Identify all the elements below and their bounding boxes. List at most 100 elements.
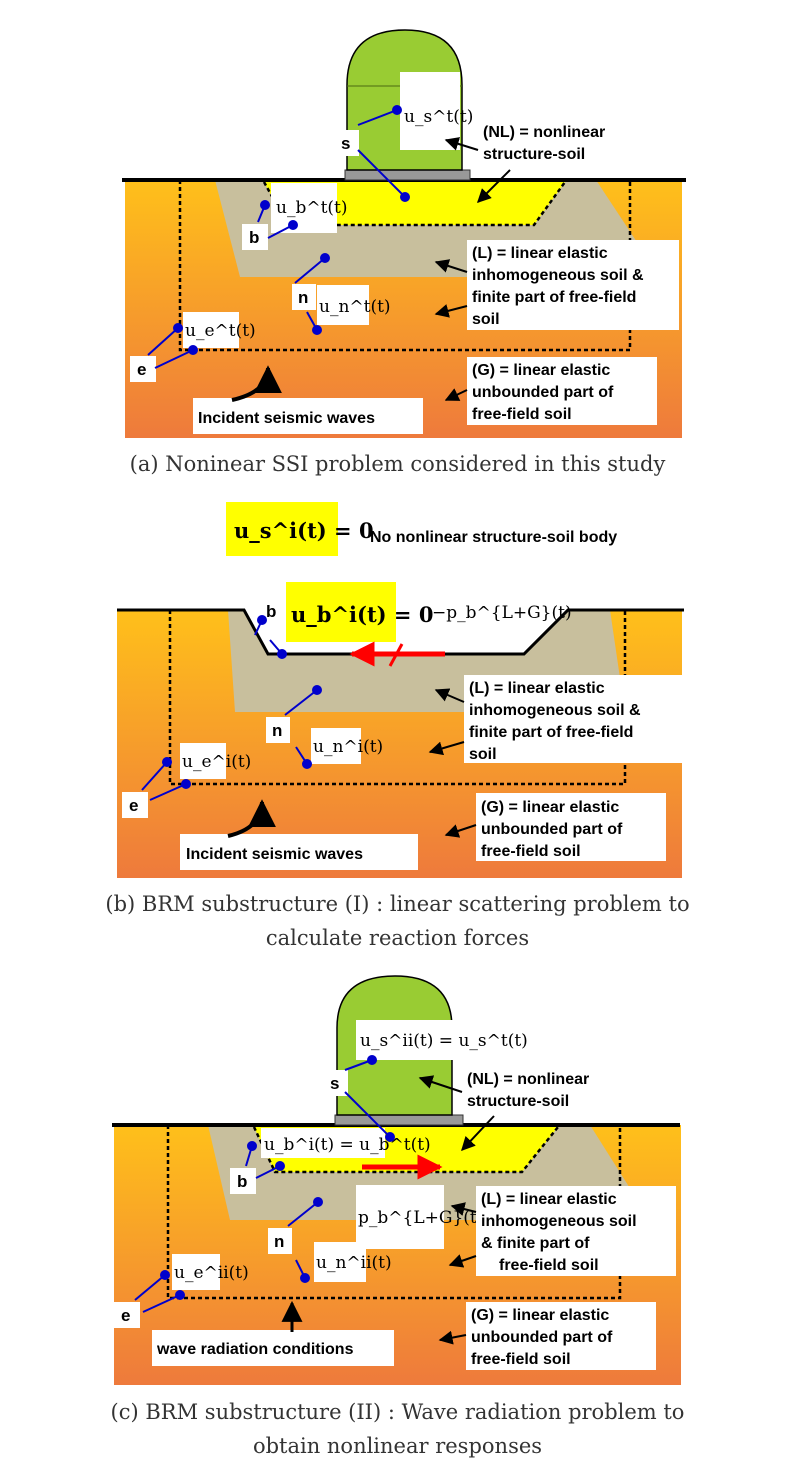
eq-b-box [271, 183, 337, 233]
l-arrow-2 [448, 1254, 477, 1268]
nl-arrow-2 [461, 1115, 495, 1152]
label-e-box [122, 792, 148, 818]
eq-n-box [311, 728, 361, 764]
g-arrow [444, 388, 468, 401]
g-line3: free-field soil [481, 843, 581, 860]
nl-arrow [444, 137, 479, 151]
label-e: e [129, 796, 138, 815]
eq-s: u_s^t(t) [404, 107, 473, 127]
nl-arrow [418, 1075, 463, 1093]
label-n: n [274, 1232, 284, 1251]
label-s-box [324, 1070, 348, 1096]
l-line3: finite part of free-field [469, 724, 633, 741]
truncation-boundary [166, 1125, 622, 1300]
label-b: b [237, 1172, 247, 1191]
l-line3: finite part of free-field [472, 289, 636, 306]
g-line1: (G) = linear elastic [472, 362, 610, 379]
caption-b-line1: (b) BRM substructure (I) : linear scatte… [105, 892, 690, 916]
l-line2: inhomogeneous soil & [472, 267, 644, 284]
top-note: No nonlinear structure-soil body [370, 529, 617, 546]
l-line3: & finite part of [481, 1235, 590, 1252]
incident-label: Incident seismic waves [198, 410, 375, 427]
g-line1: (G) = linear elastic [481, 799, 619, 816]
nl-desc-box [478, 118, 640, 166]
eq-s: u_s^ii(t) = u_s^t(t) [360, 1031, 528, 1051]
g-desc-box [476, 793, 666, 861]
caption-a: (a) Noninear SSI problem considered in t… [129, 452, 666, 476]
label-s: s [330, 1074, 339, 1093]
top-eq: u_s^i(t) = 0 [234, 518, 374, 543]
nl-arrow-2 [477, 169, 511, 203]
g-arrow [444, 824, 477, 838]
label-e: e [121, 1306, 130, 1325]
label-n: n [298, 288, 308, 307]
label-e-box [114, 1302, 140, 1328]
l-line4: soil [472, 311, 500, 328]
panel-c: u_s^ii(t) = u_s^t(t) u_b^i(t) = u_b^t(t)… [0, 960, 795, 1468]
l-arrow [434, 688, 465, 703]
radiation-label: wave radiation conditions [156, 1341, 354, 1358]
caption-c-line1: (c) BRM substructure (II) : Wave radiati… [110, 1400, 685, 1424]
eq-b: u_b^i(t) = u_b^t(t) [264, 1135, 431, 1155]
node-pointers [141, 615, 322, 801]
eq-n: u_n^ii(t) [316, 1253, 392, 1273]
eq-e: u_e^ii(t) [174, 1263, 249, 1283]
l-desc-box [467, 240, 679, 330]
caption-b-line2: calculate reaction forces [265, 926, 530, 950]
g-line2: unbounded part of [481, 821, 623, 838]
eq-n: u_n^t(t) [319, 297, 391, 317]
label-n: n [272, 721, 282, 740]
l-line1: (L) = linear elastic [472, 245, 608, 262]
incident-label: Incident seismic waves [186, 846, 363, 863]
eq-n: u_n^i(t) [313, 737, 383, 757]
panel-b-diagram: u_s^i(t) = 0 No nonlinear structure-soil… [117, 502, 684, 878]
nl-line2: structure-soil [467, 1093, 569, 1110]
nl-desc-box [462, 1066, 632, 1114]
eq-e-box [172, 1254, 220, 1290]
g-desc-box [466, 1302, 656, 1370]
top-eq-box [226, 502, 338, 556]
l-line4: soil [469, 746, 497, 763]
incident-box [193, 398, 423, 434]
node-pointers [147, 105, 410, 369]
label-b-box [230, 1168, 256, 1194]
label-b-box [242, 224, 268, 250]
node-pointers [134, 1055, 395, 1313]
label-n-box [292, 284, 316, 310]
force-box [356, 1185, 444, 1249]
eq-s-box [400, 72, 460, 150]
panel-a: u_s^t(t) u_b^t(t) u_n^t(t) u_e^t(t) s b … [0, 0, 795, 490]
g-line2: unbounded part of [472, 384, 614, 401]
label-b: b [266, 602, 276, 621]
l-line4: free-field soil [499, 1257, 599, 1274]
radiation-box [152, 1330, 394, 1366]
nl-line2: structure-soil [483, 146, 585, 163]
foundation [334, 1114, 464, 1126]
eq-s-box [356, 1020, 506, 1060]
caption-c-line2: obtain nonlinear responses [252, 1434, 543, 1458]
panel-b: u_s^i(t) = 0 No nonlinear structure-soil… [0, 490, 795, 960]
l-line1: (L) = linear elastic [481, 1191, 617, 1208]
eq-e-box [183, 312, 239, 348]
eq-b: u_b^t(t) [276, 198, 348, 218]
incident-arrow [231, 365, 282, 402]
label-e: e [137, 360, 146, 379]
force-label: p_b^{L+G}(t) [358, 1208, 483, 1228]
label-b: b [249, 228, 259, 247]
g-line3: free-field soil [472, 406, 572, 423]
eq-e-box [180, 743, 226, 779]
g-line2: unbounded part of [471, 1329, 613, 1346]
force-label: −p_b^{L+G}(t) [432, 603, 572, 623]
l-line1: (L) = linear elastic [469, 680, 605, 697]
eq-n-box [314, 1242, 366, 1282]
panel-c-diagram: u_s^ii(t) = u_s^t(t) u_b^i(t) = u_b^t(t)… [112, 975, 681, 1385]
reaction-force-cross [388, 643, 404, 667]
eq-b-box [261, 1128, 385, 1158]
l-arrow [434, 259, 468, 273]
eq-b-box [286, 582, 396, 642]
label-s: s [341, 134, 350, 153]
eq-e: u_e^i(t) [182, 752, 251, 772]
l-line2: inhomogeneous soil & [469, 702, 641, 719]
g-line1: (G) = linear elastic [471, 1307, 609, 1324]
g-desc-box [467, 357, 657, 425]
